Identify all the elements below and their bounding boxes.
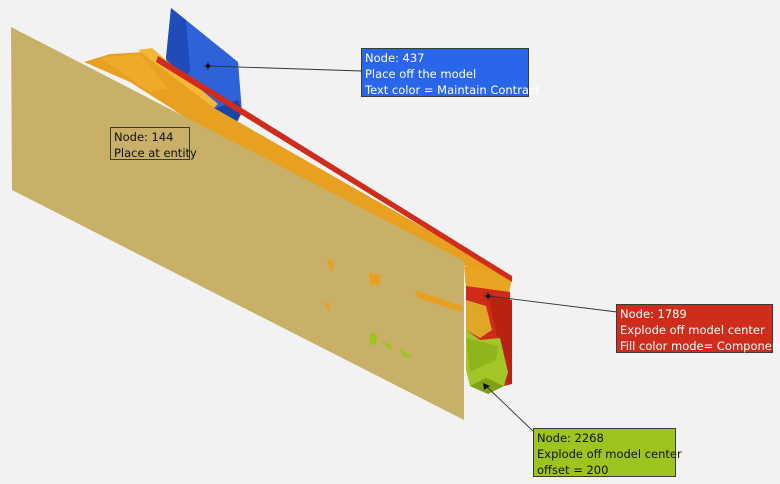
tan-web-plate-component[interactable]	[11, 27, 464, 420]
note-437-title: Node: 437	[365, 51, 425, 65]
note-1789-title: Node: 1789	[620, 307, 687, 321]
node-1789-marker	[484, 292, 492, 300]
red-edge-strip	[156, 56, 512, 282]
green-endcap-component[interactable]	[466, 330, 508, 394]
node-markers	[204, 62, 492, 390]
note-144-title: Node: 144	[114, 130, 174, 144]
note-2268-placement: Explode off model center	[537, 447, 682, 461]
note-2268-title: Node: 2268	[537, 431, 604, 445]
note-437-text-color: Text color = Maintain Contrast	[365, 83, 540, 97]
note-437-placement: Place off the model	[365, 67, 477, 81]
node-144-note[interactable]: Node: 144 Place at entity	[110, 127, 197, 160]
node-437-note[interactable]: Node: 437 Place off the model Text color…	[361, 48, 540, 97]
note-1789-fill-mode: Fill color mode= Component	[620, 339, 780, 353]
red-endcap-component[interactable]	[466, 286, 512, 386]
node-2268-marker	[483, 383, 490, 390]
note-1789-placement: Explode off model center	[620, 323, 765, 337]
note-144-placement: Place at entity	[114, 146, 197, 160]
note-2268-offset: offset = 200	[537, 463, 609, 477]
node-1789-note[interactable]: Node: 1789 Explode off model center Fill…	[616, 304, 780, 353]
node-437-marker	[204, 62, 212, 70]
leader-lines	[207, 65, 618, 433]
node-2268-note[interactable]: Node: 2268 Explode off model center offs…	[533, 428, 682, 477]
